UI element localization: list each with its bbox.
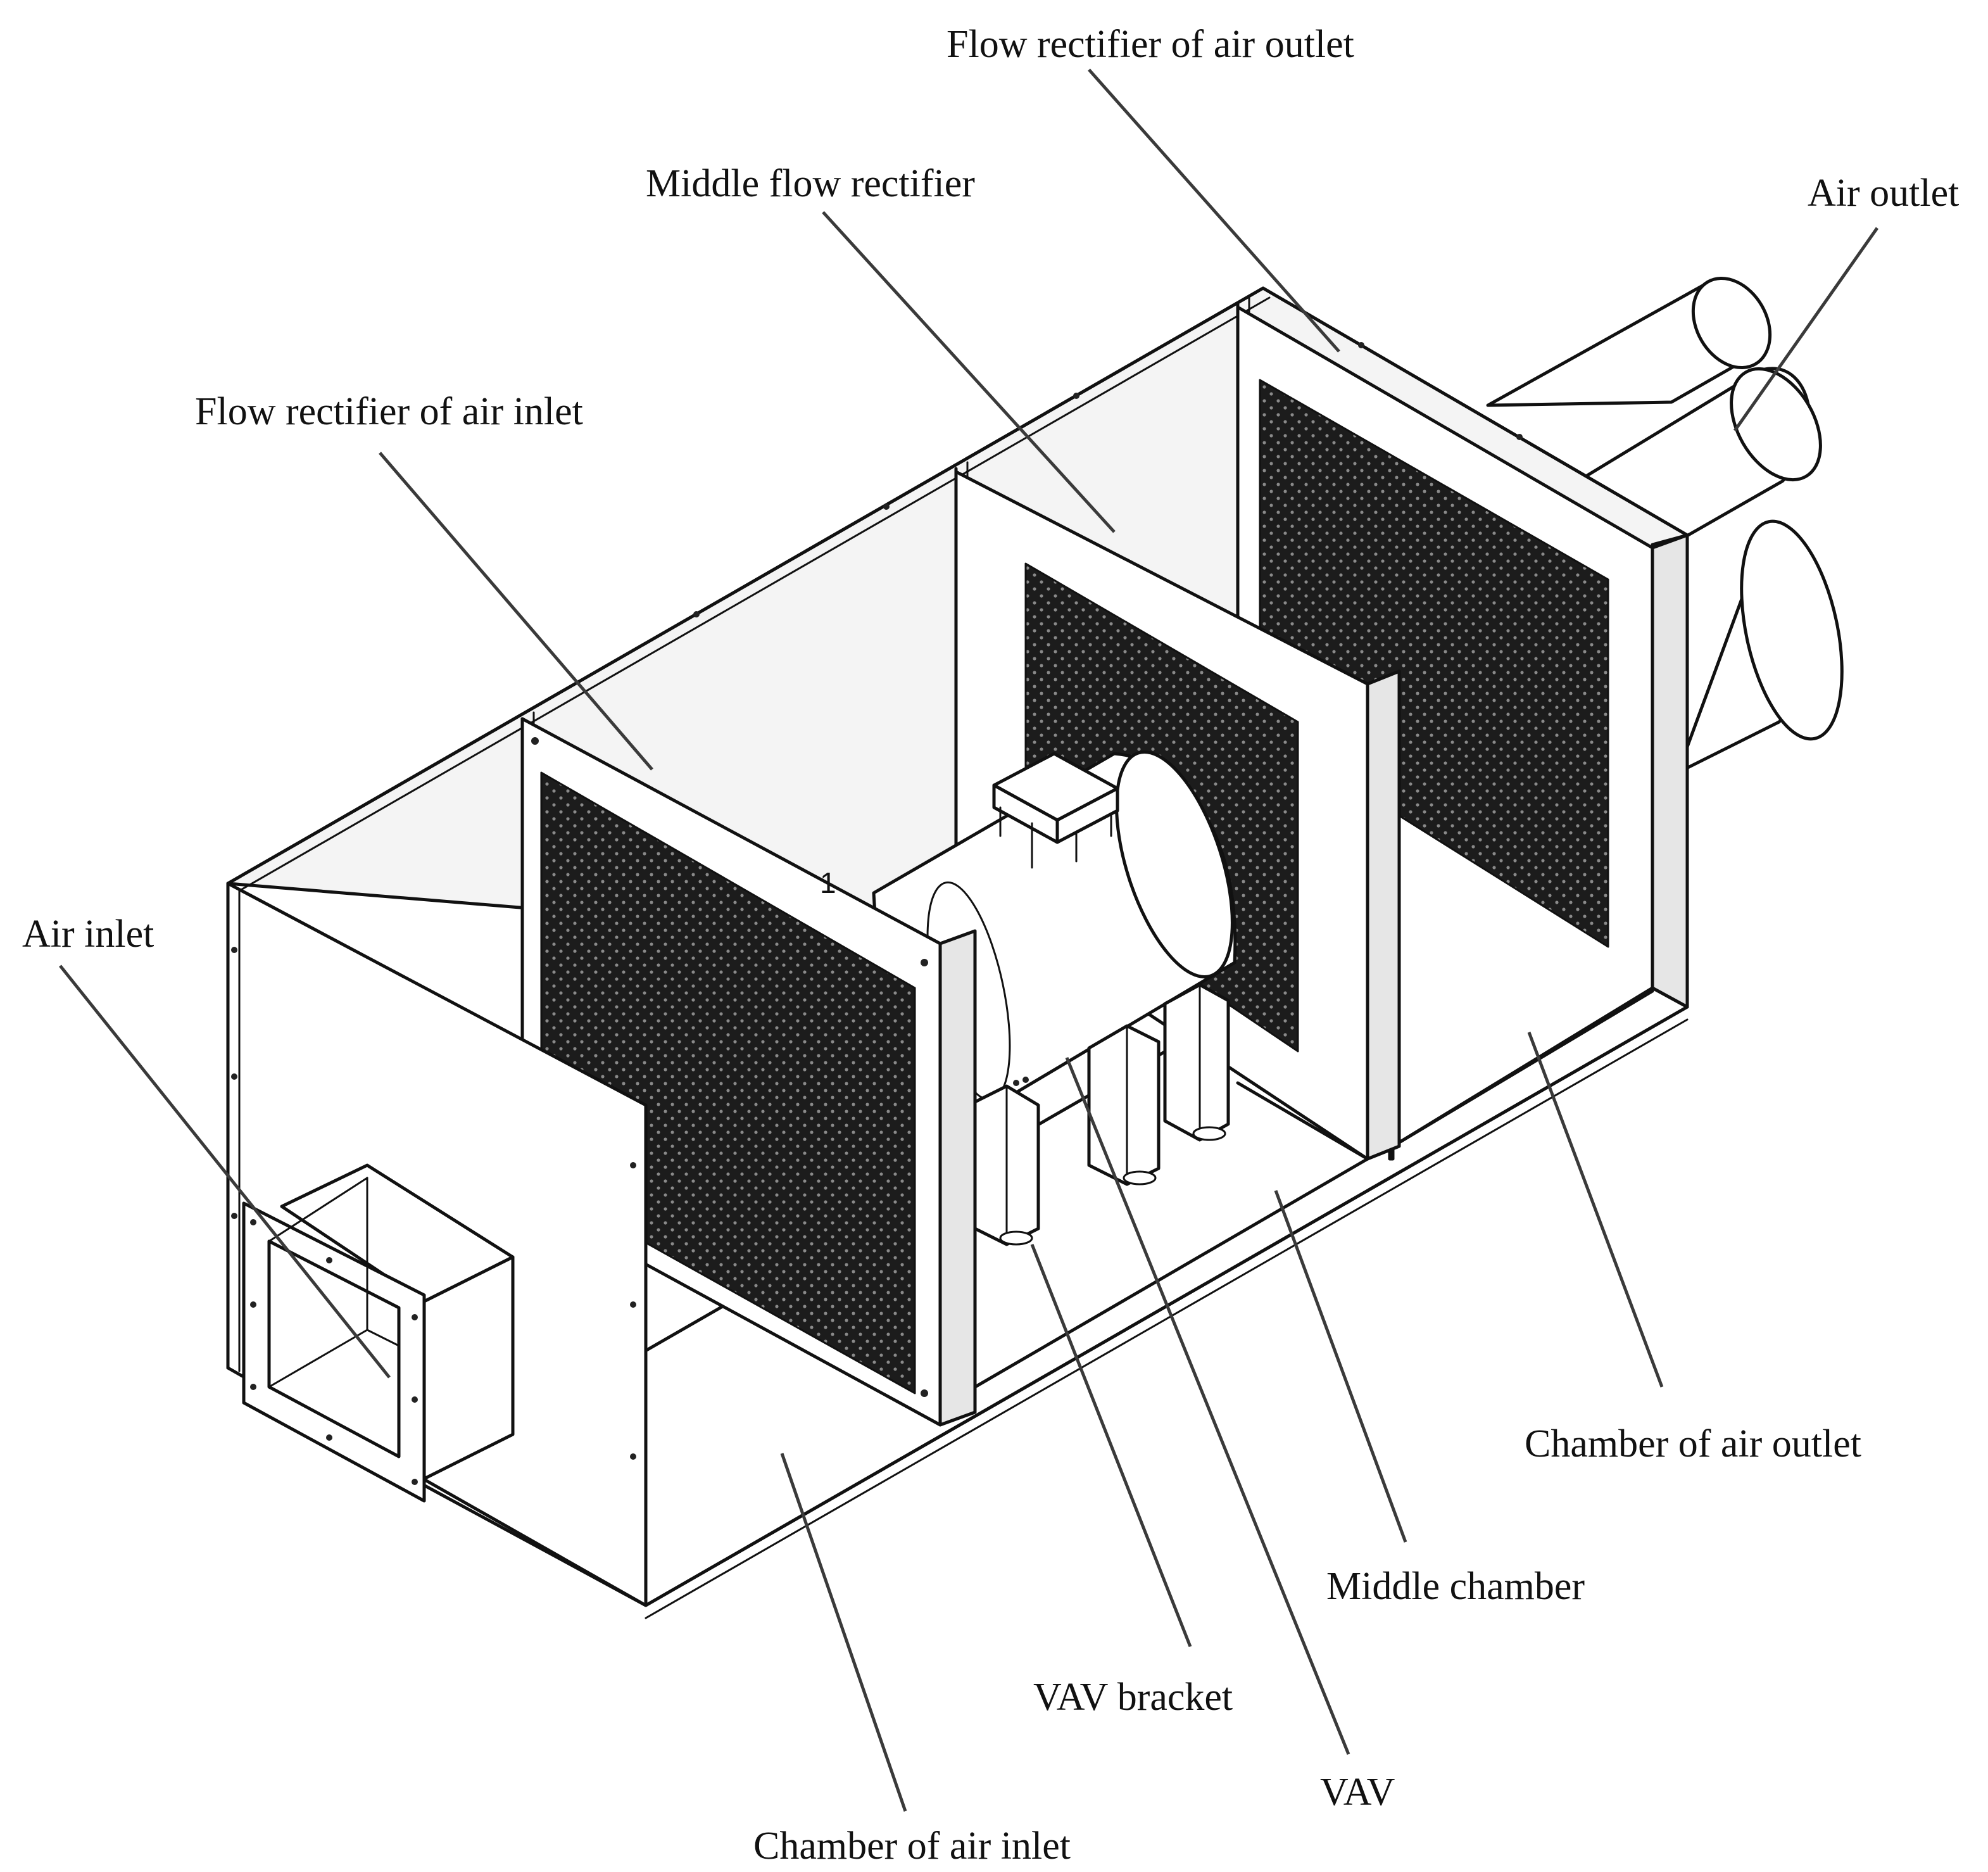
label-air-inlet: Air inlet [22, 913, 154, 956]
leader-middle-flow-rectifier [822, 211, 1116, 533]
leader-lines [59, 68, 1879, 1812]
leader-chamber-air-inlet [780, 1453, 907, 1812]
label-middle-flow-rectifier: Middle flow rectifier [646, 162, 975, 205]
leader-vav-bracket [1030, 1244, 1192, 1647]
part-number: 1 [820, 866, 836, 899]
leader-middle-chamber [1274, 1190, 1407, 1543]
leader-air-inlet [59, 964, 391, 1379]
label-vav: VAV [1320, 1771, 1395, 1814]
inlet-duct [242, 1163, 515, 1503]
label-middle-chamber: Middle chamber [1326, 1565, 1585, 1608]
leader-air-outlet [1733, 227, 1879, 432]
label-flow-rectifier-outlet: Flow rectifier of air outlet [947, 23, 1354, 66]
leader-flow-rectifier-outlet [1088, 68, 1340, 353]
leader-vav [1065, 1057, 1350, 1755]
leader-chamber-air-outlet [1527, 1032, 1664, 1388]
leader-flow-rectifier-inlet [379, 452, 653, 771]
label-flow-rectifier-inlet: Flow rectifier of air inlet [195, 390, 583, 433]
label-chamber-air-outlet: Chamber of air outlet [1525, 1422, 1861, 1465]
labels: Flow rectifier of air outlet Middle flow… [22, 23, 1959, 1868]
label-chamber-air-inlet: Chamber of air inlet [753, 1825, 1071, 1868]
label-air-outlet: Air outlet [1808, 172, 1959, 215]
label-vav-bracket: VAV bracket [1033, 1676, 1233, 1719]
